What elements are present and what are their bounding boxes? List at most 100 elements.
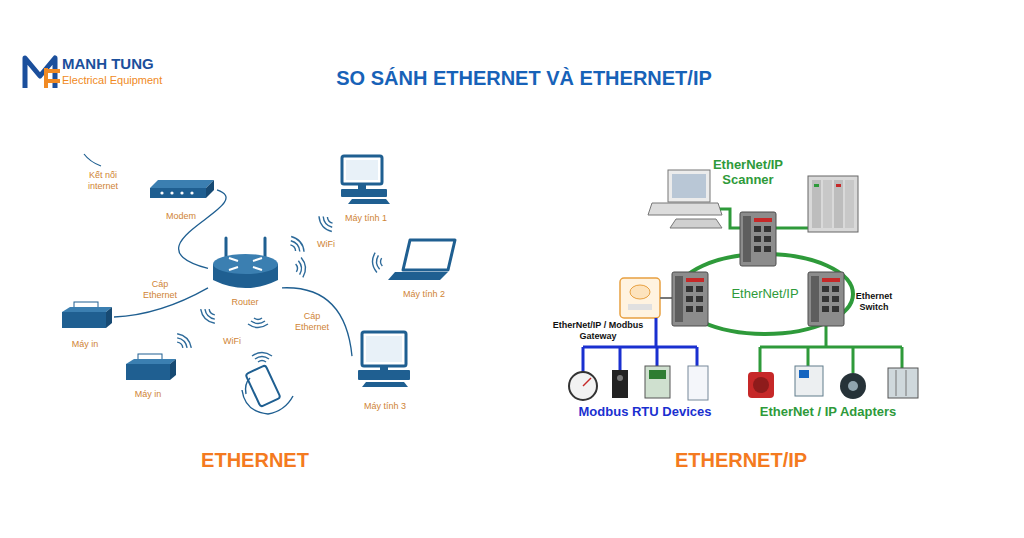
plc-rack bbox=[808, 176, 858, 232]
wifi-signal bbox=[248, 318, 268, 328]
internet-line bbox=[84, 154, 101, 166]
modem-icon bbox=[170, 191, 173, 194]
modem-icon bbox=[160, 191, 163, 194]
device-label: Máy in bbox=[72, 340, 99, 350]
phone-icon bbox=[242, 390, 293, 414]
diagram-title: SO SÁNH ETHERNET VÀ ETHERNET/IP bbox=[336, 67, 712, 91]
device-node: Router bbox=[208, 236, 282, 308]
modem-icon bbox=[150, 188, 206, 198]
ethernet-switch bbox=[808, 272, 844, 326]
text-label: WiFi bbox=[317, 239, 335, 250]
printer-icon bbox=[170, 359, 176, 380]
adapter-device bbox=[848, 381, 858, 391]
scanner-pc bbox=[648, 203, 722, 215]
ring-label: EtherNet/IP bbox=[731, 287, 798, 301]
plc-rack bbox=[814, 184, 819, 187]
plc-rack bbox=[808, 176, 858, 232]
device-label: Máy in bbox=[135, 390, 162, 400]
scanner-pc bbox=[668, 170, 710, 202]
plc-rack bbox=[836, 184, 841, 187]
device-label: Modem bbox=[166, 212, 196, 222]
desktop-icon bbox=[358, 370, 410, 380]
modbus-device bbox=[617, 375, 623, 381]
desktop-icon bbox=[380, 366, 388, 370]
router-icon bbox=[213, 238, 278, 288]
desktop-icon bbox=[342, 156, 382, 184]
modbus-device bbox=[612, 370, 628, 398]
desktop-icon bbox=[346, 160, 378, 180]
device-node: Modem bbox=[145, 176, 217, 222]
laptop-icon bbox=[388, 240, 455, 280]
edge-label: Cáp Ethernet bbox=[291, 311, 333, 332]
adapter-device bbox=[795, 366, 823, 396]
text-label: EtherNet/IP Scanner bbox=[700, 157, 796, 188]
ethernet-cable bbox=[282, 288, 352, 356]
text-label: ETHERNET bbox=[201, 449, 309, 473]
scanner-pc bbox=[648, 170, 722, 228]
device-node: Máy tính 3 bbox=[352, 326, 418, 412]
printer-icon bbox=[62, 307, 112, 312]
desktop-icon bbox=[348, 199, 390, 204]
gateway-device bbox=[628, 304, 652, 310]
router-icon bbox=[213, 254, 278, 274]
printer-icon bbox=[106, 307, 112, 328]
printer-icon bbox=[62, 312, 106, 328]
wifi-signal bbox=[173, 331, 194, 352]
ethernet-switch bbox=[740, 212, 776, 266]
modem-icon bbox=[150, 180, 214, 188]
logo-mark bbox=[46, 79, 60, 83]
desktop-icon bbox=[341, 156, 390, 204]
desktop-icon bbox=[341, 189, 387, 197]
device-node: Máy in bbox=[56, 300, 114, 350]
text-label: MANH TUNG bbox=[62, 55, 154, 73]
device-label: Máy tính 3 bbox=[364, 402, 406, 412]
device-node: Máy tính 1 bbox=[335, 150, 397, 224]
modbus-device bbox=[583, 378, 591, 386]
text-label: ETHERNET/IP bbox=[675, 449, 807, 473]
wifi-signal bbox=[287, 234, 307, 255]
logo-mark bbox=[25, 58, 60, 88]
logo-mark bbox=[44, 68, 48, 88]
logo-mark bbox=[46, 69, 60, 73]
text-label: WiFi bbox=[223, 336, 241, 347]
ethernet-switch bbox=[672, 272, 708, 326]
desktop-icon bbox=[362, 332, 406, 366]
printer-icon bbox=[62, 302, 112, 328]
modbus-device bbox=[688, 366, 708, 400]
phone-icon bbox=[245, 365, 280, 407]
wifi-signal bbox=[372, 252, 383, 273]
text-label: EtherNet/IP / Modbus Gateway bbox=[542, 320, 654, 341]
device-label: Máy tính 2 bbox=[403, 290, 445, 300]
text-label: Ethernet Switch bbox=[851, 291, 897, 312]
laptop-icon bbox=[403, 240, 455, 270]
printer-icon bbox=[126, 359, 176, 364]
text-label: EtherNet / IP Adapters bbox=[760, 404, 897, 419]
text-label: Kết nối internet bbox=[80, 170, 126, 191]
adapter-device bbox=[906, 370, 907, 396]
scanner-pc bbox=[672, 174, 706, 198]
modbus-device bbox=[649, 370, 666, 379]
desktop-icon bbox=[358, 184, 366, 189]
gateway-device bbox=[630, 285, 650, 299]
adapter-device bbox=[799, 370, 809, 378]
gateway-device bbox=[620, 278, 660, 318]
device-label: Máy tính 1 bbox=[345, 214, 387, 224]
wifi-signal bbox=[173, 212, 383, 362]
gateway-device bbox=[620, 278, 660, 318]
device-label: Router bbox=[231, 298, 258, 308]
device-node: Máy tính 2 bbox=[388, 234, 460, 300]
printer-icon bbox=[126, 364, 170, 380]
desktop-icon bbox=[366, 336, 402, 362]
plc-rack bbox=[834, 180, 843, 228]
phone-icon bbox=[246, 378, 251, 394]
plc-rack bbox=[845, 180, 854, 228]
router-icon bbox=[229, 258, 262, 270]
adapter-device bbox=[753, 377, 769, 393]
wifi-signal bbox=[295, 257, 306, 278]
ethernet-cable bbox=[660, 297, 672, 299]
adapter-device bbox=[840, 373, 866, 399]
scanner-pc bbox=[670, 219, 722, 228]
modbus-device bbox=[569, 366, 708, 400]
plc-rack bbox=[823, 180, 832, 228]
